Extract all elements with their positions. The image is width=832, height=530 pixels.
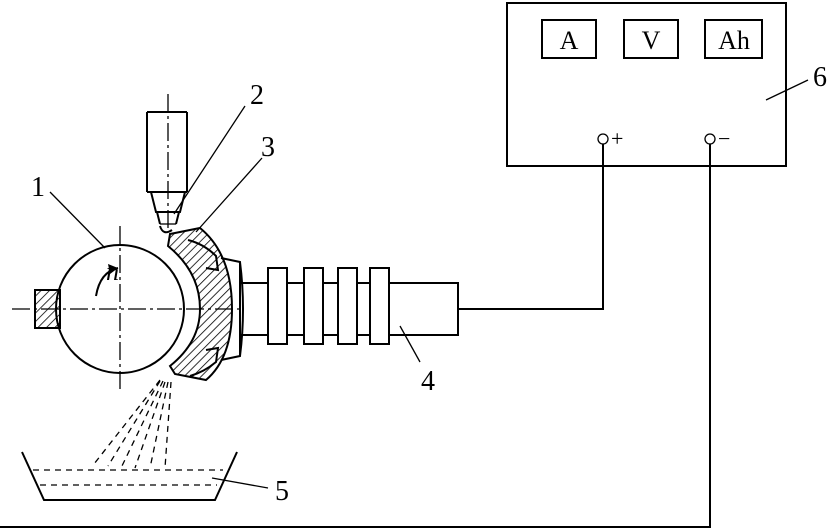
amp-hour-meter: Ah bbox=[704, 19, 763, 59]
workpiece: n bbox=[34, 244, 185, 374]
label-2: 2 bbox=[250, 80, 264, 111]
leader-2 bbox=[173, 105, 246, 215]
amp-hour-meter-label: Ah bbox=[718, 26, 750, 55]
pen-shell-hatched bbox=[166, 226, 234, 382]
label-4: 4 bbox=[421, 366, 435, 397]
leader-4 bbox=[399, 325, 421, 363]
label-1: 1 bbox=[31, 172, 45, 203]
leader-3 bbox=[195, 157, 263, 233]
solution-nozzle bbox=[146, 94, 188, 234]
negative-terminal: − bbox=[704, 126, 730, 151]
plating-pen bbox=[166, 226, 244, 382]
leader-1 bbox=[49, 191, 106, 249]
leader-6 bbox=[765, 79, 809, 101]
leader-5 bbox=[211, 477, 269, 489]
power-supply: A V Ah + − bbox=[506, 2, 787, 167]
solution-drip bbox=[93, 379, 172, 469]
positive-wire bbox=[458, 144, 604, 310]
rotation-label: n bbox=[106, 257, 119, 286]
workpiece-sphere bbox=[55, 244, 185, 374]
positive-terminal-label: + bbox=[611, 126, 623, 151]
label-5: 5 bbox=[275, 476, 289, 507]
voltmeter: V bbox=[623, 19, 679, 59]
label-3: 3 bbox=[261, 132, 275, 163]
negative-wire bbox=[0, 144, 711, 528]
ammeter-label: A bbox=[560, 26, 579, 55]
label-6: 6 bbox=[813, 62, 827, 93]
ammeter: A bbox=[541, 19, 597, 59]
pen-handle bbox=[240, 267, 459, 345]
negative-terminal-label: − bbox=[718, 126, 730, 151]
collecting-tray bbox=[21, 451, 238, 501]
voltmeter-label: V bbox=[642, 26, 661, 55]
positive-terminal: + bbox=[597, 126, 623, 151]
